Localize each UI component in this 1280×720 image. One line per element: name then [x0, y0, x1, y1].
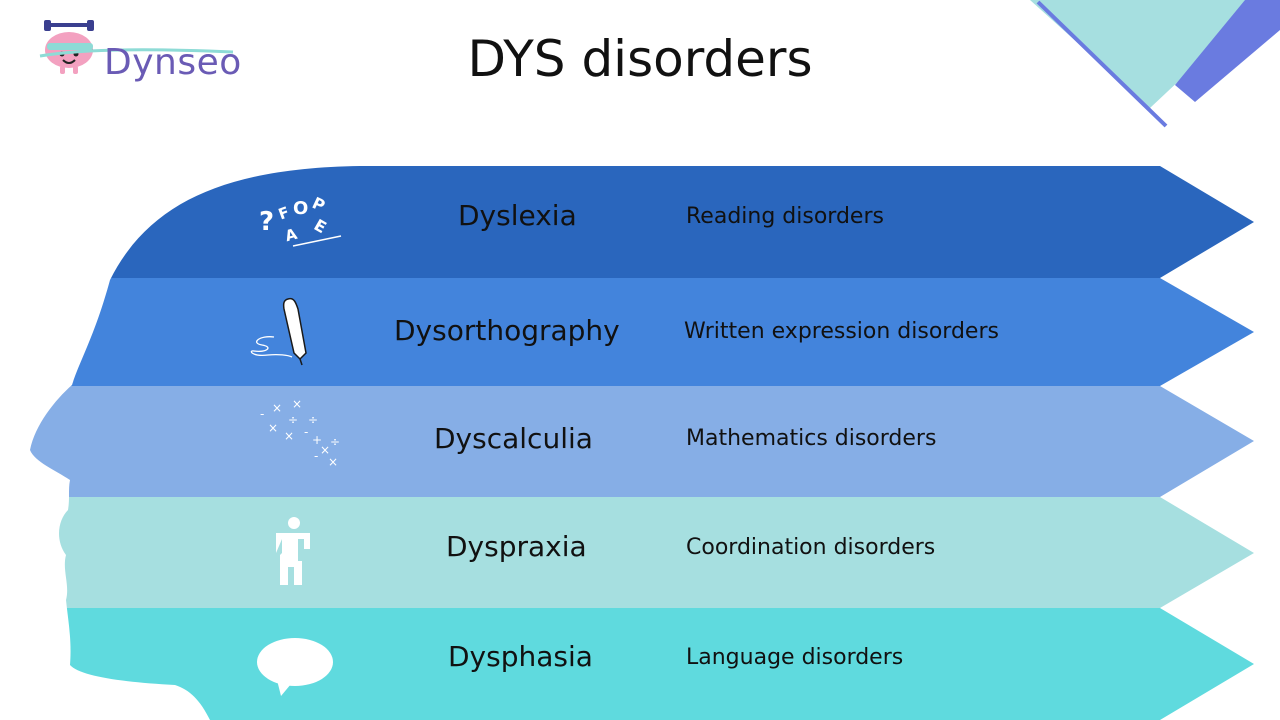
svg-text:F: F [276, 203, 292, 223]
disorder-desc-dysphasia: Language disorders [686, 645, 904, 670]
page-title: DYS disorders [467, 30, 813, 88]
band-dyspraxia [30, 497, 1254, 608]
logo-swoosh [39, 48, 234, 58]
corner-teal-triangle [1030, 0, 1265, 108]
svg-text:-: - [260, 407, 264, 421]
math-symbols-icon: - × × ÷ ÷ × × - + × ÷ × - [260, 398, 340, 469]
letters-icon: ? F O P A E [259, 193, 342, 247]
disorder-desc-dyslexia: Reading disorders [686, 204, 884, 229]
corner-purple-line [1036, 0, 1168, 128]
disorder-name-dyscalculia: Dyscalculia [434, 422, 593, 455]
svg-text:?: ? [259, 207, 274, 237]
dynseo-logo: Dynseo [38, 20, 248, 83]
svg-text:+: + [312, 433, 322, 447]
disorder-desc-dyscalculia: Mathematics disorders [686, 426, 937, 451]
svg-text:×: × [272, 401, 282, 415]
svg-text:P: P [309, 193, 328, 215]
corner-purple-bar [1175, 0, 1280, 102]
band-dysorthography [30, 278, 1254, 386]
svg-text:O: O [293, 198, 308, 219]
band-dyscalculia [30, 386, 1254, 497]
speech-bubble-icon [257, 638, 333, 696]
svg-text:×: × [328, 455, 338, 469]
disorder-desc-dyspraxia: Coordination disorders [686, 535, 936, 560]
svg-text:÷: ÷ [330, 435, 340, 449]
pen-icon [250, 297, 307, 366]
disorder-name-dyspraxia: Dyspraxia [446, 530, 587, 563]
svg-text:-: - [314, 449, 318, 463]
svg-text:A: A [283, 225, 299, 245]
svg-text:×: × [284, 429, 294, 443]
svg-text:E: E [311, 215, 330, 237]
person-balance-icon [276, 517, 310, 585]
band-dyslexia [30, 166, 1254, 278]
svg-text:-: - [304, 425, 308, 439]
svg-text:×: × [320, 443, 330, 457]
corner-decoration [1030, 0, 1280, 128]
svg-text:×: × [292, 398, 302, 411]
logo-text: Dynseo [104, 42, 242, 83]
svg-text:÷: ÷ [308, 413, 318, 427]
disorder-name-dysphasia: Dysphasia [448, 640, 593, 673]
disorder-desc-dysorthography: Written expression disorders [684, 319, 999, 344]
disorder-name-dyslexia: Dyslexia [458, 199, 577, 232]
band-dysphasia [30, 608, 1254, 720]
svg-text:×: × [268, 421, 278, 435]
svg-text:÷: ÷ [288, 413, 298, 427]
disorder-name-dysorthography: Dysorthography [394, 314, 620, 347]
